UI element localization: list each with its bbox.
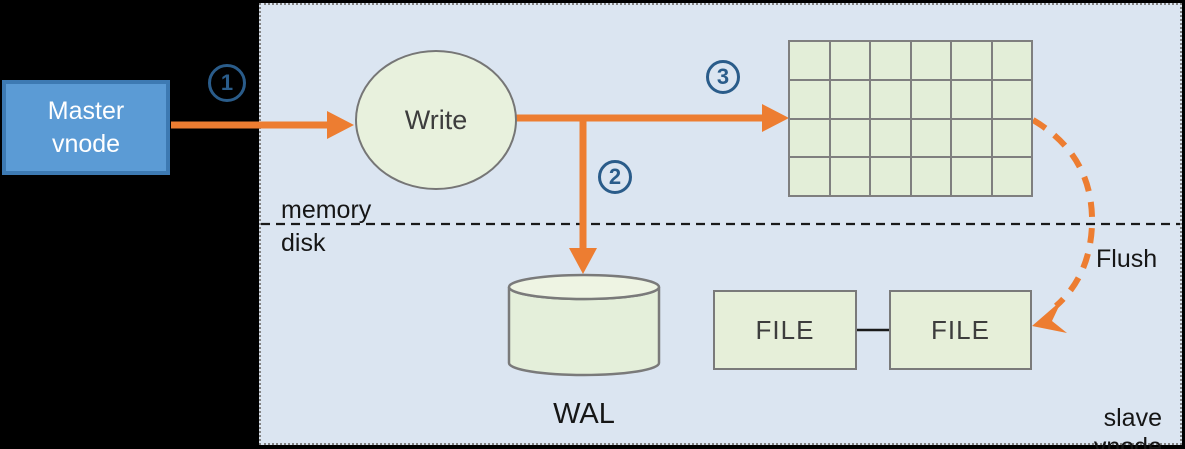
step-badge-2: 2 [598,160,632,194]
grid-cell [871,119,910,157]
grid-cell [790,80,829,118]
grid-cell [911,80,950,118]
grid-cell [830,158,869,195]
memory-label: memory [281,196,372,224]
grid-cell [871,42,910,79]
grid-cell [790,42,829,79]
write-node: Write [355,50,517,190]
disk-label: disk [281,229,326,257]
grid-cell [911,42,950,79]
grid-cell [992,119,1031,157]
grid-cell [952,158,991,195]
grid-cell [871,158,910,195]
memtable-grid [788,40,1033,197]
grid-cell [952,42,991,79]
file-box-left: FILE [713,290,857,370]
grid-cell [790,119,829,157]
grid-cell [830,80,869,118]
grid-cell [952,80,991,118]
grid-cell [992,158,1031,195]
grid-cell [952,119,991,157]
grid-cell [911,119,950,157]
grid-cell [871,80,910,118]
grid-cell [911,158,950,195]
grid-cell [790,158,829,195]
file-box-right: FILE [889,290,1032,370]
step-badge-1: 1 [208,64,246,102]
grid-cell [992,42,1031,79]
step-badge-3: 3 [706,60,740,94]
master-vnode-box: Master vnode [2,80,170,175]
grid-cell [830,42,869,79]
grid-cell [992,80,1031,118]
slave-vnode-label: slave vnode [1093,404,1162,449]
wal-label: WAL [553,398,615,430]
grid-cell [830,119,869,157]
flush-label: Flush [1096,245,1158,273]
